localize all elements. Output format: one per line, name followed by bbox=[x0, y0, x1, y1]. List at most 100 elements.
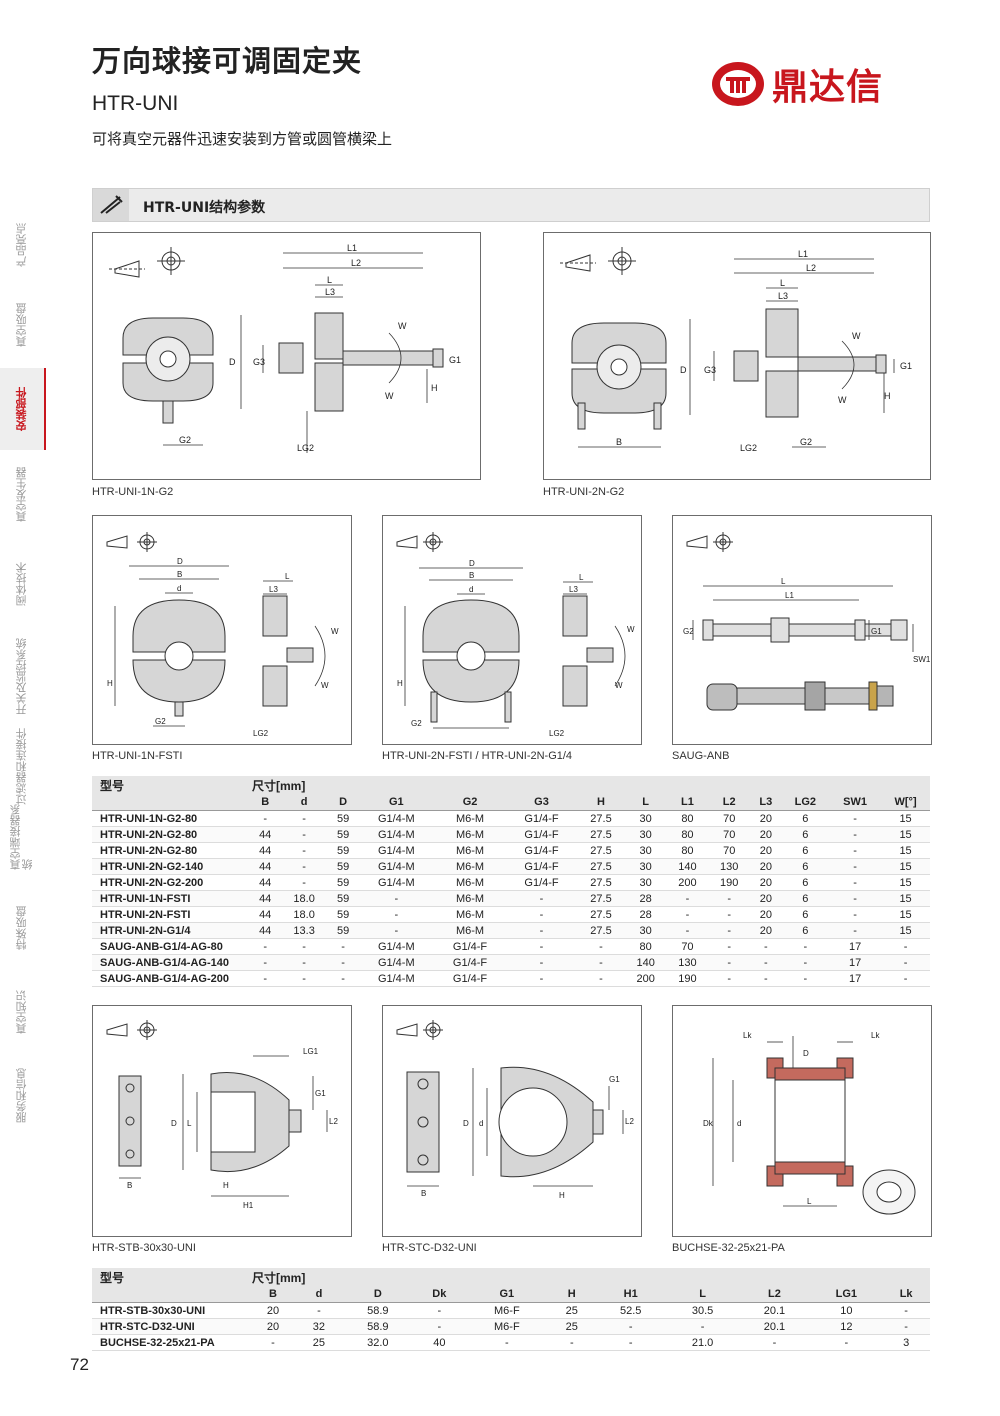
value-cell: - bbox=[750, 954, 782, 971]
value-cell: 30 bbox=[624, 922, 667, 939]
value-cell: 15 bbox=[881, 810, 930, 827]
dim-label-h: H bbox=[559, 1191, 565, 1200]
dim-label-lk-right: Lk bbox=[871, 1031, 880, 1040]
dim-label-b: B bbox=[421, 1189, 426, 1198]
value-cell: - bbox=[829, 922, 882, 939]
nav-item-suction-cups[interactable]: 真空吸盘 bbox=[15, 303, 28, 347]
value-cell: G1/4-F bbox=[434, 954, 506, 971]
dim-label-w-bottom: W bbox=[321, 681, 329, 690]
value-cell: - bbox=[280, 970, 328, 987]
value-cell: 3 bbox=[882, 1334, 930, 1351]
value-cell: 80 bbox=[624, 938, 667, 955]
column-header: H bbox=[577, 794, 625, 811]
value-cell: - bbox=[666, 890, 709, 907]
value-cell: - bbox=[505, 970, 578, 987]
value-cell: 70 bbox=[708, 826, 751, 843]
value-cell: G1/4-F bbox=[434, 938, 506, 955]
value-cell: - bbox=[505, 890, 578, 907]
dim-label-g2: G2 bbox=[411, 719, 422, 728]
nav-item-end-effector-systems[interactable]: 真空端接器系统 bbox=[9, 804, 34, 870]
nav-item-service-info[interactable]: 服务和信息 bbox=[15, 1067, 28, 1123]
value-cell: - bbox=[280, 842, 328, 859]
model-cell: HTR-UNI-1N-FSTI bbox=[92, 890, 250, 907]
dim-label-h: H bbox=[431, 383, 438, 393]
nav-item-special-cups[interactable]: 特殊吸盘 bbox=[15, 906, 28, 950]
value-cell: 44 bbox=[250, 858, 281, 875]
drawing-caption: HTR-UNI-2N-G2 bbox=[543, 486, 625, 498]
dim-label-l2: L2 bbox=[329, 1117, 338, 1126]
value-cell: 27.5 bbox=[577, 906, 625, 923]
value-cell: - bbox=[577, 970, 625, 987]
value-cell: 27.5 bbox=[577, 826, 625, 843]
nav-item-vacuum-knowledge[interactable]: 真空知识 bbox=[15, 990, 28, 1034]
page-number: 72 bbox=[70, 1355, 89, 1374]
dim-label-d: D bbox=[177, 557, 183, 566]
dim-label-g1: G1 bbox=[449, 355, 461, 365]
nav-item-vacuum-generators[interactable]: 真空发生器 bbox=[15, 466, 28, 522]
drawing-caption: HTR-UNI-1N-G2 bbox=[92, 486, 174, 498]
value-cell: M6-M bbox=[434, 858, 506, 875]
nav-item-filters-connectors[interactable]: 过滤器和连接件 bbox=[15, 727, 28, 805]
column-header: L bbox=[624, 794, 667, 811]
value-cell: G1/4-M bbox=[358, 954, 435, 971]
drawing-caption: BUCHSE-32-25x21-PA bbox=[672, 1242, 785, 1254]
value-cell: - bbox=[250, 970, 281, 987]
nav-item-switches-monitoring[interactable]: 开关及监控系统 bbox=[15, 637, 28, 715]
drawing-htr-uni-2n-fsti: D B d H L L3 W W G2 LG2 bbox=[382, 515, 642, 745]
value-cell: 27.5 bbox=[577, 890, 625, 907]
value-cell: - bbox=[280, 938, 328, 955]
nav-active-indicator bbox=[44, 368, 46, 450]
value-cell: - bbox=[781, 970, 830, 987]
value-cell: 59 bbox=[327, 810, 359, 827]
value-cell: 27.5 bbox=[577, 810, 625, 827]
model-cell: HTR-UNI-2N-G2-140 bbox=[92, 858, 250, 875]
dim-label-lg1: LG1 bbox=[303, 1047, 319, 1056]
value-cell: 27.5 bbox=[577, 842, 625, 859]
value-cell: 27.5 bbox=[577, 874, 625, 891]
table-model-header: 型号 bbox=[92, 1268, 250, 1286]
page-title: 万向球接可调固定夹 bbox=[92, 44, 363, 78]
section-title: HTR-UNI结构参数 bbox=[143, 200, 266, 216]
value-cell: 30 bbox=[624, 874, 667, 891]
value-cell: G1/4-F bbox=[505, 826, 578, 843]
value-cell: 59 bbox=[327, 906, 359, 923]
value-cell: - bbox=[358, 922, 435, 939]
value-cell: 59 bbox=[327, 858, 359, 875]
value-cell: 6 bbox=[781, 874, 830, 891]
value-cell: - bbox=[781, 938, 830, 955]
dim-label-l: L bbox=[780, 278, 785, 288]
dim-label-g2: G2 bbox=[800, 437, 812, 447]
value-cell: - bbox=[577, 954, 625, 971]
dim-label-g2: G2 bbox=[179, 435, 191, 445]
value-cell: G1/4-M bbox=[358, 810, 435, 827]
value-cell: 40 bbox=[413, 1334, 465, 1351]
value-cell: 15 bbox=[881, 874, 930, 891]
nav-item-highlights[interactable]: 产品亮点 bbox=[15, 223, 28, 267]
dim-label-l3: L3 bbox=[269, 585, 278, 594]
value-cell: - bbox=[358, 906, 435, 923]
value-cell: M6-M bbox=[434, 874, 506, 891]
nav-item-mounting-parts[interactable]: 安装部件 bbox=[0, 368, 44, 450]
dim-label-d: D bbox=[803, 1049, 809, 1058]
value-cell: - bbox=[829, 858, 882, 875]
value-cell: - bbox=[882, 1302, 930, 1319]
value-cell: 44 bbox=[250, 890, 281, 907]
column-header: G3 bbox=[505, 794, 578, 811]
value-cell: 44 bbox=[250, 922, 281, 939]
value-cell: - bbox=[594, 1334, 667, 1351]
drawing-saug-anb: L L1 G2 G1 SW1 bbox=[672, 515, 932, 745]
section-header: HTR-UNI结构参数 bbox=[92, 188, 930, 222]
nav-item-valve-technology[interactable]: 阀体技术 bbox=[15, 562, 28, 606]
dim-label-lg2: LG2 bbox=[740, 443, 757, 453]
value-cell: - bbox=[505, 906, 578, 923]
value-cell: 6 bbox=[781, 810, 830, 827]
value-cell: - bbox=[280, 954, 328, 971]
dim-label-l: L bbox=[327, 275, 332, 285]
table-model-header: 型号 bbox=[92, 776, 250, 794]
dim-label-lg2: LG2 bbox=[253, 729, 269, 738]
